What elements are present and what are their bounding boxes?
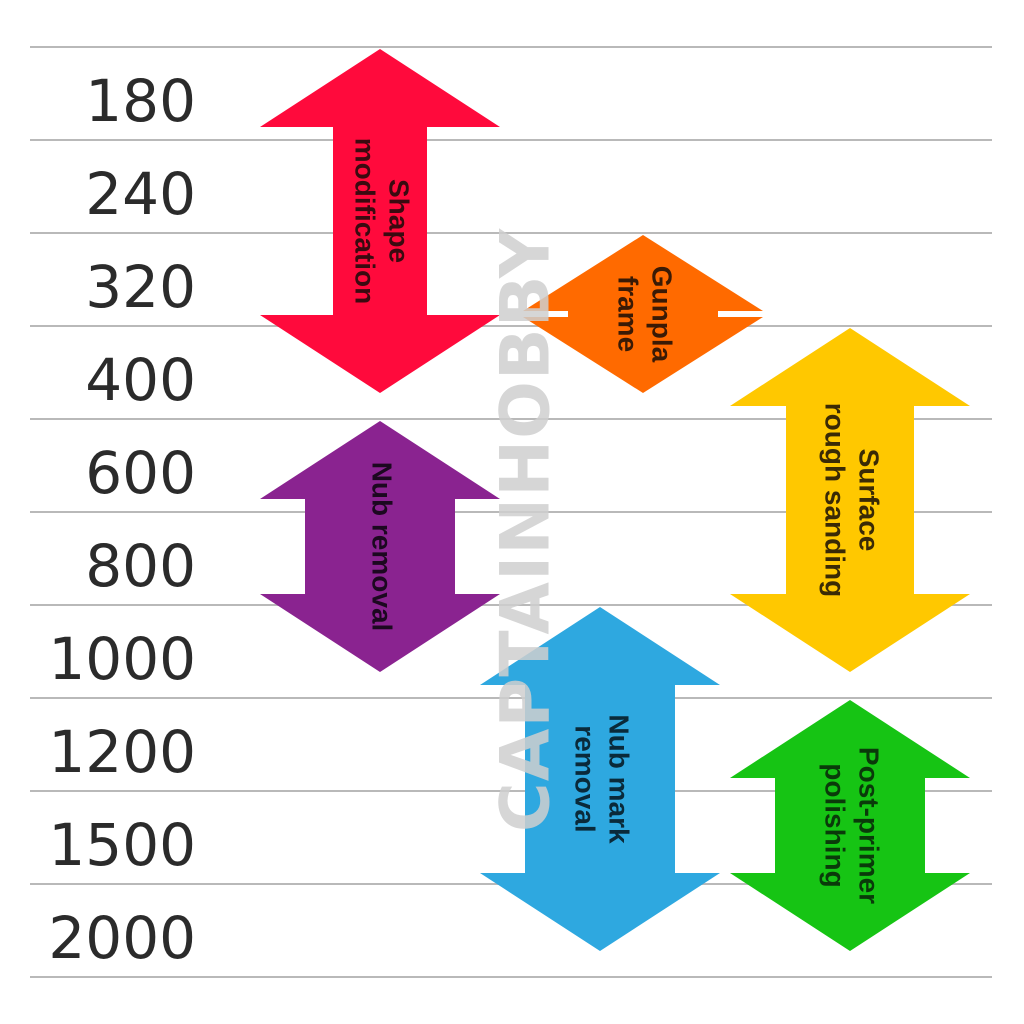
- double-arrow-shape: [730, 700, 970, 951]
- double-arrow-shape: [260, 421, 500, 672]
- grit-label: 600: [85, 439, 196, 507]
- grit-label: 800: [85, 532, 196, 600]
- arrow-label: Nub mark: [604, 714, 635, 844]
- arrow-label: Nub removal: [367, 462, 398, 632]
- grit-label: 320: [85, 253, 196, 321]
- arrow-nub-removal: Nub removal: [260, 421, 500, 672]
- grit-label: 1000: [48, 625, 196, 693]
- watermark: CAPTAINHOBBY: [487, 228, 566, 832]
- grit-label: 2000: [48, 904, 196, 972]
- double-arrow-shape: [260, 49, 500, 393]
- double-arrow-shape: [730, 328, 970, 672]
- grit-scale: 180 240 320 400 600 800 1000 1200 1500 2000: [48, 67, 196, 972]
- arrow-label: removal: [570, 725, 601, 832]
- double-arrow-shape: [480, 607, 720, 951]
- arrow-label: rough sanding: [820, 403, 851, 597]
- arrow-label: Gunpla: [647, 266, 678, 363]
- arrow-label: frame: [613, 276, 644, 352]
- double-arrow-shape: [523, 235, 763, 393]
- arrow-label: modification: [350, 138, 381, 304]
- arrow-label: polishing: [820, 763, 851, 887]
- arrows: ShapemodificationGunplaframeSurfacerough…: [260, 49, 970, 951]
- grit-label: 1500: [48, 811, 196, 879]
- grit-label: 400: [85, 346, 196, 414]
- grit-label: 1200: [48, 718, 196, 786]
- arrow-label: Shape: [384, 179, 415, 263]
- arrow-label: Post-primer: [854, 747, 885, 904]
- arrow-label: Surface: [854, 449, 885, 552]
- grit-label: 240: [85, 160, 196, 228]
- grit-label: 180: [85, 67, 196, 135]
